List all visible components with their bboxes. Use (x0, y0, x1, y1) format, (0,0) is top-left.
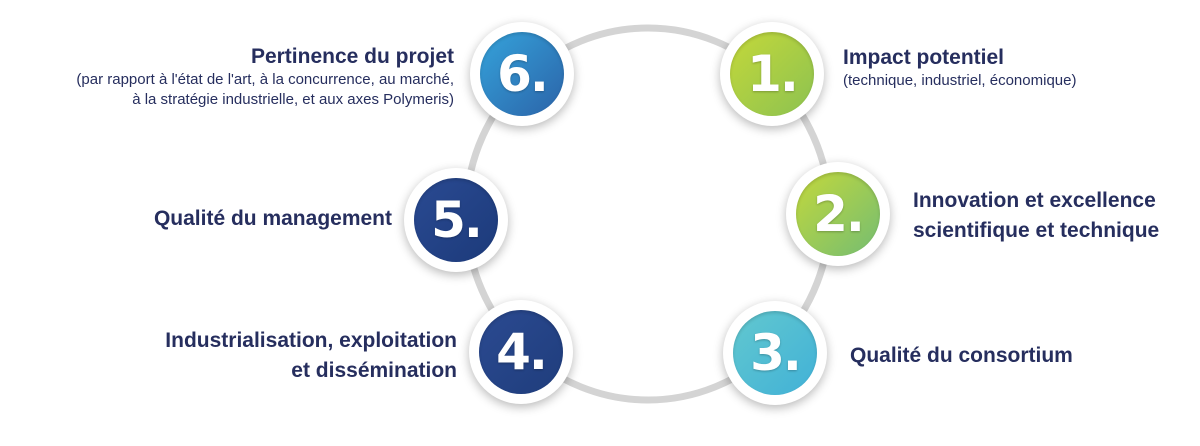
criterion-1-title: Impact potentiel (843, 46, 1005, 69)
criterion-node-1: 1. (720, 22, 824, 126)
criterion-4-title-line-1: Industrialisation, exploitation (165, 329, 457, 352)
criterion-5-badge: 5. (414, 178, 498, 262)
criterion-5-number: 5. (431, 191, 483, 249)
criterion-3-title: Qualité du consortium (850, 344, 1073, 367)
criterion-6-title: Pertinence du projet (250, 45, 454, 68)
criterion-4-badge: 4. (479, 310, 563, 394)
criterion-1-number: 1. (747, 45, 799, 103)
criterion-4-number: 4. (496, 323, 548, 381)
criterion-3-badge: 3. (733, 311, 817, 395)
criterion-node-5: 5. (404, 168, 508, 272)
criterion-6-number: 6. (497, 45, 549, 103)
criterion-6-label: Pertinence du projet (par rapport à l'ét… (76, 44, 454, 110)
criterion-5-label: Qualité du management (154, 206, 392, 232)
criterion-node-4: 4. (469, 300, 573, 404)
criterion-node-2: 2. (786, 162, 890, 266)
criterion-4-title-line-2: et dissémination (291, 359, 457, 382)
criterion-1-label: Impact potentiel (technique, industriel,… (843, 45, 1076, 91)
criterion-3-label: Qualité du consortium (850, 343, 1073, 369)
criterion-2-badge: 2. (796, 172, 880, 256)
criterion-2-title-line-2: scientifique et technique (913, 219, 1160, 242)
criterion-1-badge: 1. (730, 32, 814, 116)
criterion-2-label: Innovation et excellence scientifique et… (913, 188, 1159, 244)
criterion-5-title: Qualité du management (153, 207, 392, 230)
criterion-6-subtitle-line-1: (par rapport à l'état de l'art, à la con… (76, 71, 454, 88)
criterion-4-label: Industrialisation, exploitation et dissé… (165, 328, 457, 384)
criterion-node-6: 6. (470, 22, 574, 126)
criterion-1-subtitle: (technique, industriel, économique) (843, 72, 1077, 89)
criterion-6-subtitle-line-2: à la stratégie industrielle, et aux axes… (132, 91, 454, 108)
criterion-2-number: 2. (813, 185, 865, 243)
criterion-3-number: 3. (750, 324, 802, 382)
criterion-2-title-line-1: Innovation et excellence (913, 189, 1156, 212)
criterion-node-3: 3. (723, 301, 827, 405)
criterion-6-badge: 6. (480, 32, 564, 116)
